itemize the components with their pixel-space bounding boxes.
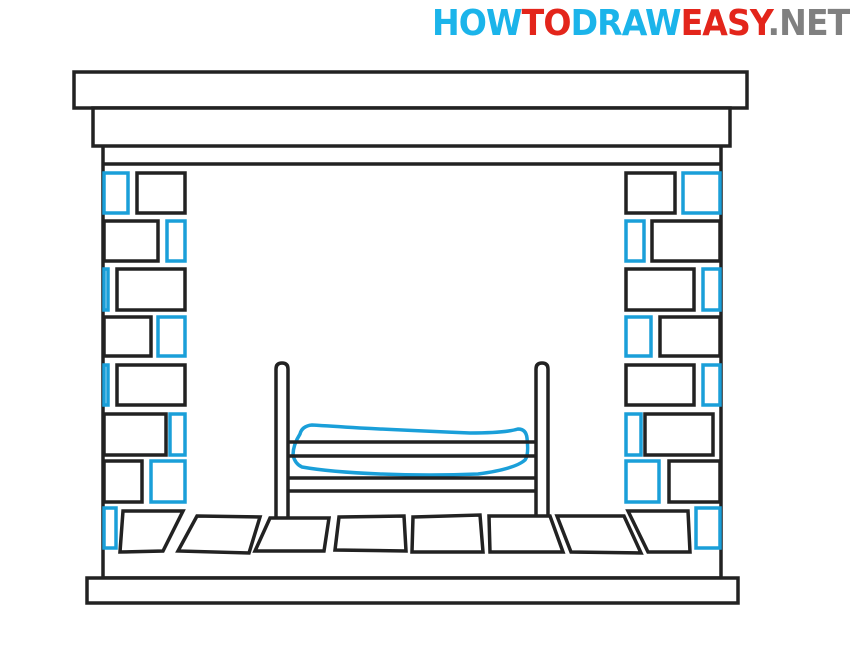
mantel-lower [91, 106, 732, 148]
logo-part-net: .NET [767, 3, 850, 44]
brick [650, 219, 722, 263]
brick [624, 171, 677, 215]
brick [102, 459, 144, 504]
logo-part-draw: DRAW [570, 3, 682, 44]
brick [102, 219, 160, 263]
brick [667, 459, 722, 504]
brick [624, 363, 696, 407]
brick-accent [102, 171, 130, 215]
floor-tiles [118, 509, 692, 555]
brick [115, 363, 187, 407]
brick [643, 412, 715, 457]
fire-grate [274, 361, 550, 517]
brick-accent [165, 219, 187, 263]
hearth-base [85, 576, 740, 605]
grate-bars [288, 440, 536, 493]
site-logo: HOWTODRAWEASY.NET [432, 3, 850, 44]
brick-accent [102, 363, 110, 407]
left-brick-column [102, 171, 187, 550]
floor-tile [118, 509, 186, 554]
brick-accent [624, 219, 646, 263]
brick [102, 412, 168, 457]
logo-part-to: TO [521, 3, 572, 44]
brick-accent [624, 315, 653, 358]
logo-part-how: HOW [432, 3, 523, 44]
brick-accent [624, 412, 643, 457]
right-brick-column [624, 171, 722, 550]
brick-accent [102, 267, 110, 312]
brick-accent [701, 267, 722, 312]
mantel-top [72, 70, 749, 110]
brick-accent [624, 459, 661, 504]
floor-tile [410, 513, 485, 554]
logo-part-easy: EASY [680, 3, 769, 44]
brick [624, 267, 696, 312]
brick-accent [102, 506, 118, 550]
brick [115, 267, 187, 312]
log [291, 423, 530, 477]
brick [658, 315, 722, 358]
grate-left-post [274, 361, 290, 517]
brick-accent [694, 506, 722, 550]
brick-accent [168, 412, 187, 457]
floor-tile [554, 514, 644, 555]
brick-accent [149, 459, 187, 504]
grate-right-post [534, 361, 550, 517]
brick-accent [156, 315, 187, 358]
floor-tile [487, 514, 566, 554]
brick-accent [681, 171, 722, 215]
floor-tile [625, 509, 692, 554]
floor-tile [175, 514, 263, 555]
floor-tile [252, 516, 332, 553]
floor-tile [333, 514, 408, 553]
brick [135, 171, 187, 215]
brick [102, 315, 153, 358]
brick-accent [701, 363, 722, 407]
